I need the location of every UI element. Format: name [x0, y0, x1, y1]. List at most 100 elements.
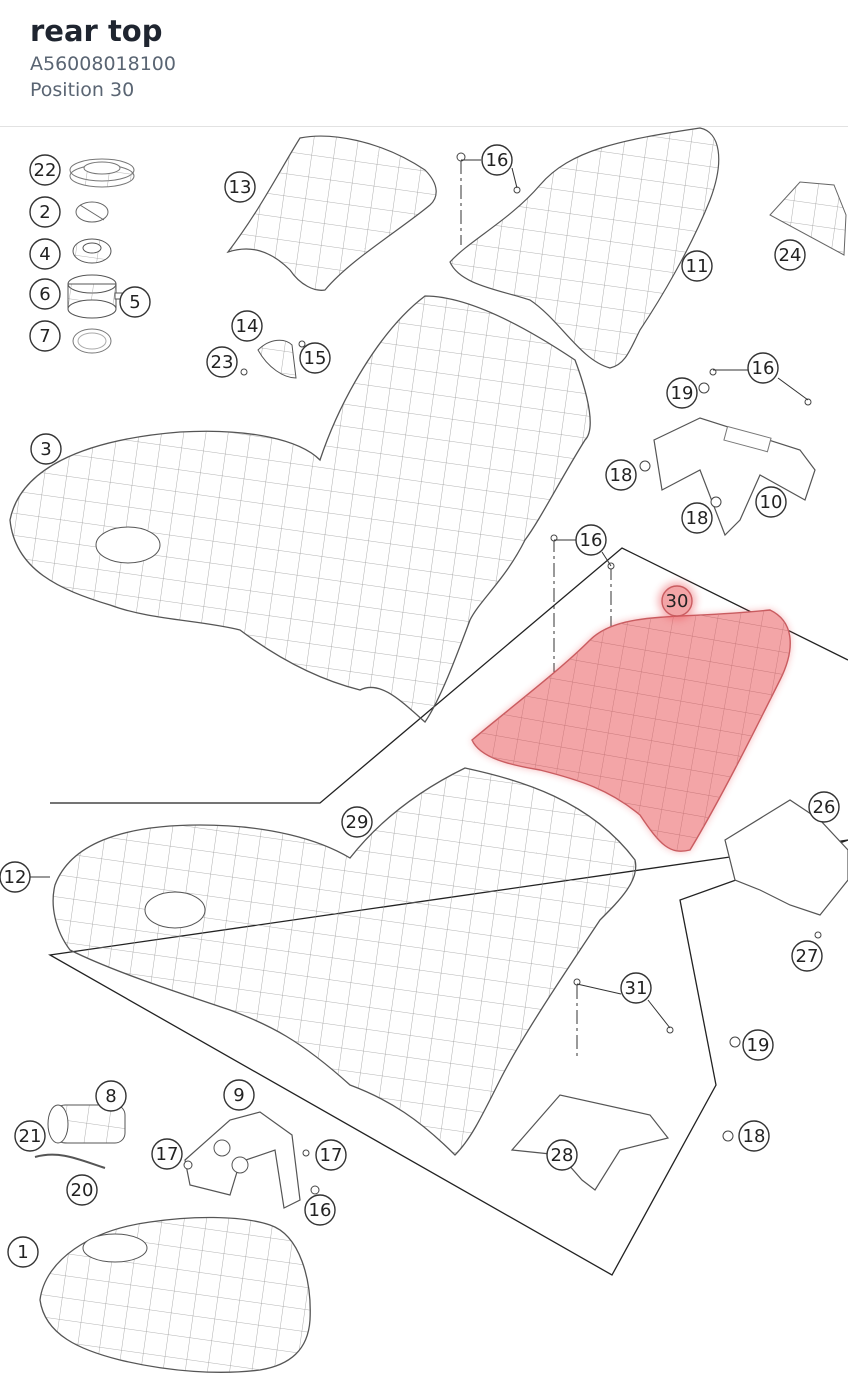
svg-text:22: 22 [34, 160, 57, 181]
callout-16d[interactable]: 16 [304, 1194, 336, 1226]
svg-text:18: 18 [743, 1126, 766, 1147]
svg-text:18: 18 [610, 465, 633, 486]
callout-17b[interactable]: 17 [315, 1139, 347, 1171]
part-3-tank-cover[interactable] [9, 295, 591, 723]
callout-13[interactable]: 13 [224, 171, 256, 203]
callout-17[interactable]: 17 [151, 1138, 183, 1170]
part-6-filler-neck[interactable] [67, 274, 128, 319]
part-29-tank-cover[interactable] [52, 767, 637, 1156]
callout-15[interactable]: 15 [299, 342, 331, 374]
svg-text:28: 28 [551, 1145, 574, 1166]
callout-27[interactable]: 27 [791, 940, 823, 972]
callout-1[interactable]: 1 [7, 1236, 39, 1268]
svg-text:4: 4 [39, 244, 50, 265]
callout-19[interactable]: 19 [666, 377, 698, 409]
callout-2[interactable]: 2 [29, 196, 61, 228]
part-7-gasket[interactable] [72, 328, 112, 354]
svg-text:30: 30 [666, 591, 689, 612]
leader-lines [30, 159, 809, 1029]
part-11-rear-seat[interactable] [449, 127, 720, 369]
part-1-tank-neck [82, 1233, 148, 1263]
part-4-flange[interactable] [72, 238, 112, 264]
svg-text:17: 17 [156, 1144, 179, 1165]
svg-text:21: 21 [19, 1126, 42, 1147]
svg-text:2: 2 [39, 202, 50, 223]
svg-text:11: 11 [686, 256, 709, 277]
part-1-fuel-tank[interactable] [39, 1216, 311, 1373]
callout-30[interactable]: 30 [658, 582, 696, 620]
part-26-side-bracket[interactable] [724, 799, 848, 916]
callout-16c[interactable]: 16 [575, 524, 607, 556]
callout-23[interactable]: 23 [206, 346, 238, 378]
svg-text:16: 16 [580, 530, 603, 551]
part-14-grill[interactable] [257, 339, 297, 379]
callout-18[interactable]: 18 [605, 459, 637, 491]
callout-18c[interactable]: 18 [738, 1120, 770, 1152]
part-8-connector[interactable] [47, 1104, 126, 1144]
svg-text:20: 20 [71, 1180, 94, 1201]
svg-text:15: 15 [304, 348, 327, 369]
svg-text:17: 17 [320, 1145, 343, 1166]
part-22-ring[interactable] [69, 158, 135, 188]
callout-7[interactable]: 7 [29, 320, 61, 352]
svg-text:18: 18 [686, 508, 709, 529]
callout-3[interactable]: 3 [30, 433, 62, 465]
callout-10[interactable]: 10 [755, 486, 787, 518]
part-20-hose[interactable] [34, 1153, 106, 1169]
fastener-bolts [183, 152, 822, 1195]
callout-29[interactable]: 29 [341, 806, 373, 838]
svg-text:16: 16 [486, 150, 509, 171]
callout-22[interactable]: 22 [29, 154, 61, 186]
callout-16[interactable]: 16 [481, 144, 513, 176]
part-number: A56008018100 [30, 53, 176, 75]
svg-text:24: 24 [779, 245, 802, 266]
callout-31[interactable]: 31 [620, 972, 652, 1004]
svg-text:16: 16 [309, 1200, 332, 1221]
svg-text:16: 16 [752, 358, 775, 379]
svg-text:26: 26 [813, 797, 836, 818]
svg-text:13: 13 [229, 177, 252, 198]
svg-text:27: 27 [796, 946, 819, 967]
svg-text:7: 7 [39, 326, 50, 347]
position-label: Position 30 [30, 79, 135, 101]
callout-21[interactable]: 21 [14, 1120, 46, 1152]
callout-5[interactable]: 5 [119, 286, 151, 318]
svg-text:14: 14 [236, 316, 259, 337]
part-30-rear-top-mesh [472, 610, 791, 852]
svg-text:6: 6 [39, 284, 50, 305]
callout-24[interactable]: 24 [774, 239, 806, 271]
svg-text:8: 8 [105, 1086, 116, 1107]
callout-20[interactable]: 20 [66, 1174, 98, 1206]
callout-12[interactable]: 12 [0, 861, 31, 893]
svg-text:1: 1 [17, 1242, 28, 1263]
callout-14[interactable]: 14 [231, 310, 263, 342]
svg-text:5: 5 [129, 292, 140, 313]
callout-9[interactable]: 9 [223, 1079, 255, 1111]
page-title: rear top [30, 14, 163, 48]
callout-6[interactable]: 6 [29, 278, 61, 310]
part-24-trim[interactable] [769, 181, 847, 256]
callout-19b[interactable]: 19 [742, 1029, 774, 1061]
callout-16b[interactable]: 16 [747, 352, 779, 384]
part-2-cap[interactable] [75, 201, 109, 223]
svg-text:10: 10 [760, 492, 783, 513]
callout-8[interactable]: 8 [95, 1080, 127, 1112]
svg-text:19: 19 [671, 383, 694, 404]
svg-text:3: 3 [40, 439, 51, 460]
svg-text:29: 29 [346, 812, 369, 833]
callout-11[interactable]: 11 [681, 250, 713, 282]
callout-26[interactable]: 26 [808, 791, 840, 823]
svg-text:9: 9 [233, 1085, 244, 1106]
callout-18b[interactable]: 18 [681, 502, 713, 534]
part-13-seat-panel[interactable] [226, 135, 437, 291]
callout-28[interactable]: 28 [546, 1139, 578, 1171]
part-3-filler-opening [95, 526, 161, 564]
part-29-filler-opening [144, 891, 206, 929]
callouts: 22 2 4 6 5 7 13 16 11 24 14 23 15 3 16 1… [0, 144, 840, 1268]
part-28-bracket[interactable] [510, 1094, 670, 1191]
exploded-parts-diagram: 22 2 4 6 5 7 13 16 11 24 14 23 15 3 16 1… [0, 127, 848, 1390]
svg-text:12: 12 [4, 867, 27, 888]
svg-text:31: 31 [625, 978, 648, 999]
callout-4[interactable]: 4 [29, 238, 61, 270]
svg-text:23: 23 [211, 352, 234, 373]
